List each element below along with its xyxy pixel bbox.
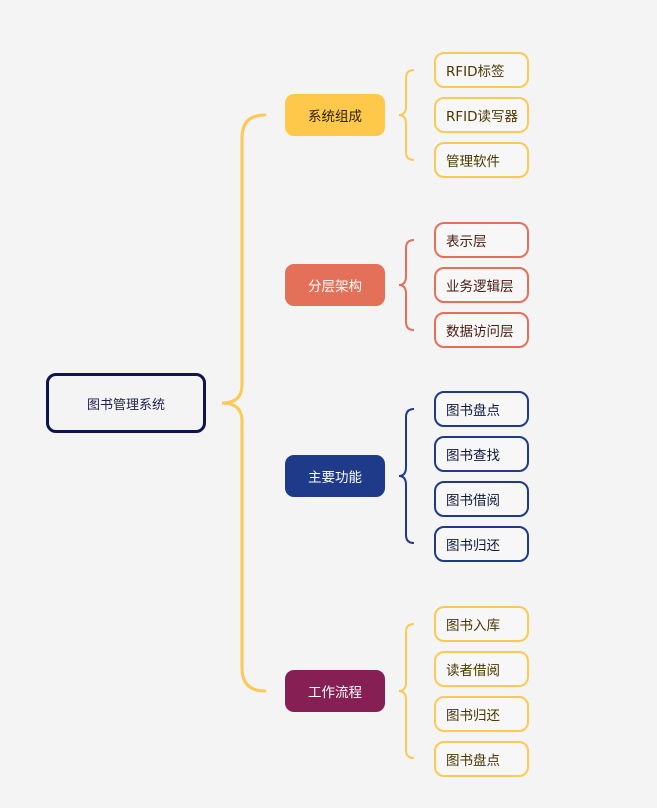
leaf-label: 管理软件 bbox=[446, 154, 500, 170]
leaf-node[interactable]: 数据访问层 bbox=[434, 312, 529, 348]
leaf-label: 读者借阅 bbox=[446, 663, 500, 679]
branch-bracket-1 bbox=[398, 239, 415, 331]
leaf-label: RFID标签 bbox=[446, 64, 505, 80]
branch-label: 主要功能 bbox=[308, 470, 362, 486]
leaf-label: 数据访问层 bbox=[446, 324, 514, 340]
root-label: 图书管理系统 bbox=[86, 397, 165, 413]
leaf-label: 图书入库 bbox=[446, 618, 500, 634]
leaf-node[interactable]: 图书查找 bbox=[434, 436, 529, 472]
leaf-node[interactable]: RFID读写器 bbox=[434, 97, 529, 133]
branch-bracket-2 bbox=[398, 408, 415, 544]
branch-label: 分层架构 bbox=[308, 279, 362, 295]
leaf-label: 业务逻辑层 bbox=[446, 279, 514, 295]
leaf-label: RFID读写器 bbox=[446, 109, 519, 125]
leaf-label: 图书归还 bbox=[446, 538, 500, 554]
leaf-label: 图书盘点 bbox=[446, 753, 500, 769]
leaf-label: 图书盘点 bbox=[446, 403, 500, 419]
leaf-node[interactable]: 图书盘点 bbox=[434, 741, 529, 777]
leaf-label: 图书查找 bbox=[446, 448, 500, 464]
leaf-node[interactable]: 读者借阅 bbox=[434, 651, 529, 687]
branch-node-2[interactable]: 主要功能 bbox=[285, 455, 385, 497]
leaf-node[interactable]: 图书归还 bbox=[434, 526, 529, 562]
leaf-label: 表示层 bbox=[446, 234, 487, 250]
branch-bracket-3 bbox=[398, 623, 415, 759]
leaf-node[interactable]: 业务逻辑层 bbox=[434, 267, 529, 303]
root-node[interactable]: 图书管理系统 bbox=[46, 373, 206, 433]
branch-label: 系统组成 bbox=[308, 109, 362, 125]
branch-bracket-0 bbox=[398, 69, 415, 161]
branch-node-1[interactable]: 分层架构 bbox=[285, 264, 385, 306]
leaf-node[interactable]: 管理软件 bbox=[434, 142, 529, 178]
leaf-node[interactable]: 图书借阅 bbox=[434, 481, 529, 517]
branch-node-0[interactable]: 系统组成 bbox=[285, 94, 385, 136]
leaf-node[interactable]: 表示层 bbox=[434, 222, 529, 258]
leaf-node[interactable]: 图书归还 bbox=[434, 696, 529, 732]
branch-node-3[interactable]: 工作流程 bbox=[285, 670, 385, 712]
main-bracket bbox=[221, 113, 267, 693]
leaf-node[interactable]: 图书盘点 bbox=[434, 391, 529, 427]
leaf-node[interactable]: RFID标签 bbox=[434, 52, 529, 88]
leaf-label: 图书归还 bbox=[446, 708, 500, 724]
leaf-label: 图书借阅 bbox=[446, 493, 500, 509]
branch-label: 工作流程 bbox=[308, 685, 362, 701]
leaf-node[interactable]: 图书入库 bbox=[434, 606, 529, 642]
